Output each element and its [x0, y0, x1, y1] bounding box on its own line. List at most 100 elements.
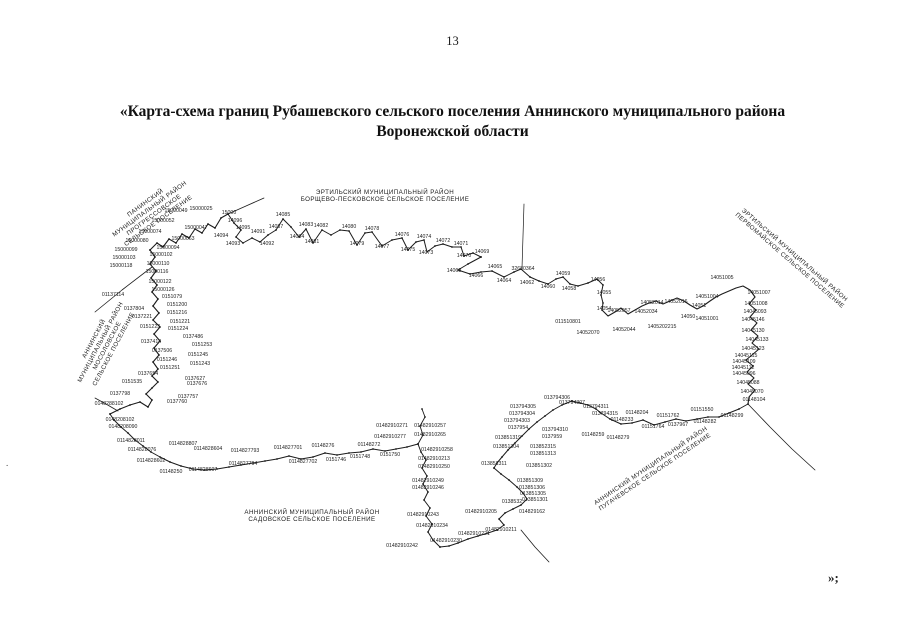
point-label: 0114828607 — [189, 467, 218, 473]
point-label: 0137798 — [110, 391, 130, 397]
boundary-point-marker — [162, 246, 164, 248]
boundary-point-marker — [718, 416, 720, 418]
boundary-point-marker — [432, 539, 434, 541]
boundary-point-marker — [529, 276, 531, 278]
boundary-point-marker — [259, 241, 261, 243]
boundary-point-marker — [150, 451, 152, 453]
boundary-point-marker — [168, 238, 170, 240]
boundary-point-marker — [587, 404, 589, 406]
boundary-point-marker — [500, 473, 502, 475]
point-label: 14045088 — [736, 380, 759, 386]
point-label: 14045123 — [741, 346, 764, 352]
boundary-south-chain — [109, 413, 419, 471]
boundary-point-marker — [728, 412, 730, 414]
boundary-point-marker — [434, 245, 436, 247]
region-label-line: САДОВСКОЕ СЕЛЬСКОЕ ПОСЕЛЕНИЕ — [248, 516, 375, 523]
boundary-point-marker — [214, 227, 216, 229]
boundary-point-marker — [561, 404, 563, 406]
boundary-point-marker — [282, 218, 284, 220]
boundary-west-side — [109, 249, 161, 415]
point-label: 013851319 — [495, 435, 521, 441]
point-label: 32680364 — [511, 266, 534, 272]
point-label: 0151253 — [192, 342, 212, 348]
boundary-point-marker — [516, 486, 518, 488]
point-label: 01482910211 — [485, 527, 516, 533]
point-label: 14045115 — [735, 353, 758, 359]
boundary-point-marker — [151, 291, 153, 293]
point-label: 013794307 — [559, 400, 585, 406]
point-label: 0114828604 — [194, 446, 223, 452]
boundary-point-marker — [312, 456, 314, 458]
point-label: 14094 — [214, 233, 229, 239]
boundary-point-marker — [422, 483, 424, 485]
point-label: 013851309 — [517, 478, 543, 484]
boundary-point-marker — [151, 399, 153, 401]
point-label: 013851304 — [493, 444, 519, 450]
point-label: 01482910250 — [418, 464, 450, 470]
boundary-point-marker — [372, 448, 374, 450]
boundary-point-marker — [324, 452, 326, 454]
point-label: 013851311 — [481, 461, 507, 467]
boundary-point-marker — [451, 246, 453, 248]
boundary-point-marker — [423, 239, 425, 241]
point-label: 013852315 — [530, 444, 556, 450]
point-label: 14045112 — [732, 365, 755, 371]
point-label: 0137506 — [152, 348, 172, 354]
boundary-point-marker — [536, 421, 538, 423]
boundary-point-marker — [152, 361, 154, 363]
boundary-point-marker — [480, 256, 482, 258]
point-label: 14079 — [350, 241, 365, 247]
boundary-point-marker — [513, 271, 515, 273]
point-label: 0137760 — [167, 399, 187, 405]
point-label: 0137676 — [187, 381, 207, 387]
boundary-south-tail — [520, 529, 550, 563]
boundary-point-marker — [152, 319, 154, 321]
point-label: 01137114 — [102, 292, 124, 298]
point-label: 14050 — [681, 314, 696, 320]
boundary-point-marker — [364, 232, 366, 234]
point-label: 013851306 — [519, 485, 545, 491]
boundary-point-marker — [425, 515, 427, 517]
boundary-point-marker — [457, 542, 459, 544]
boundary-point-marker — [204, 469, 206, 471]
boundary-point-marker — [596, 278, 598, 280]
boundary-point-marker — [129, 404, 131, 406]
point-label: 15000103 — [112, 255, 135, 261]
point-label: 14045096 — [732, 371, 755, 377]
point-label: 01151764 — [642, 424, 665, 430]
point-label: 15000118 — [110, 263, 133, 269]
boundary-point-marker — [288, 455, 290, 457]
boundary-point-marker — [175, 242, 177, 244]
point-label: 0114827793 — [231, 448, 260, 454]
boundary-point-marker — [521, 435, 523, 437]
point-label: 14081 — [305, 239, 320, 245]
boundary-point-marker — [469, 273, 471, 275]
point-label: 14051 — [692, 303, 707, 309]
boundary-point-marker — [201, 232, 203, 234]
point-label: 14055 — [597, 290, 612, 296]
point-label: 01482910265 — [414, 432, 446, 438]
point-label: 013794315 — [592, 411, 618, 417]
boundary-point-marker — [707, 416, 709, 418]
boundary-point-marker — [401, 237, 403, 239]
boundary-point-marker — [503, 524, 505, 526]
boundary-point-marker — [158, 312, 160, 314]
boundary-point-marker — [150, 277, 152, 279]
point-label: 14074 — [417, 234, 432, 240]
point-label: 01482910234 — [416, 523, 448, 529]
boundary-point-marker — [501, 456, 503, 458]
point-label: 013794311 — [583, 404, 609, 410]
boundary-section-line-32680364 — [521, 203, 525, 269]
boundary-point-marker — [569, 283, 571, 285]
point-label: 15000052 — [151, 218, 174, 224]
point-label: 14082 — [314, 223, 329, 229]
point-label: 0114828076 — [128, 447, 157, 453]
map-title-line1: «Карта-схема границ Рубашевского сельско… — [119, 103, 786, 120]
boundary-point-marker — [429, 507, 431, 509]
boundary-point-marker — [156, 242, 158, 244]
boundary-point-marker — [507, 449, 509, 451]
point-label: 01482910230 — [430, 538, 462, 544]
boundary-point-marker — [240, 464, 242, 466]
boundary-point-marker — [152, 305, 154, 307]
